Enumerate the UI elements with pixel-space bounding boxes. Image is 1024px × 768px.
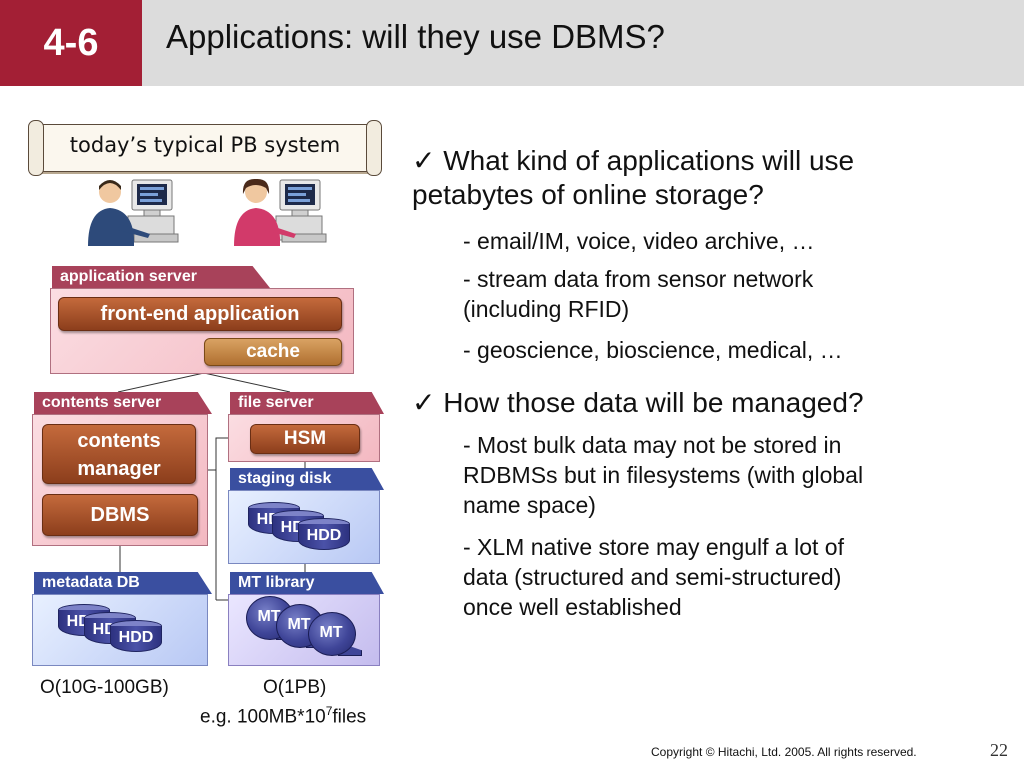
mt-library-tab: MT library <box>230 572 384 594</box>
user-at-computer-icon <box>88 179 179 246</box>
cache-block: cache <box>204 338 342 366</box>
slide-number: 4-6 <box>0 0 142 86</box>
slide-title: Applications: will they use DBMS? <box>166 18 665 55</box>
metadata-db-tab: metadata DB <box>34 572 212 594</box>
application-server-tab: application server <box>52 266 270 288</box>
hdd-disk: HDD <box>110 620 162 654</box>
sub-bullet: - Most bulk data may not be stored in RD… <box>463 432 864 518</box>
metadata-size-caption: O(10G-100GB) <box>40 677 169 698</box>
example-tail: files <box>332 706 367 728</box>
example-caption: e.g. 100MB*107files <box>200 704 366 728</box>
banner-text: today’s typical PB system <box>69 133 341 157</box>
sub-bullet: - geoscience, bioscience, medical, … <box>463 337 843 363</box>
example-base: e.g. 100MB*10 <box>200 706 326 728</box>
front-end-application-block: front-end application <box>58 297 342 331</box>
scroll-right-roll <box>366 120 382 176</box>
file-server-tab: file server <box>230 392 384 414</box>
contents-server-tab: contents server <box>34 392 212 414</box>
bullet-question-2: ✓ How those data will be managed? <box>412 387 864 418</box>
staging-disk-tab: staging disk <box>230 468 384 490</box>
contents-manager-line2: manager <box>77 458 161 480</box>
dbms-block: DBMS <box>42 494 198 536</box>
check-icon: ✓ <box>412 145 436 176</box>
hsm-block: HSM <box>250 424 360 454</box>
header-bar <box>0 0 1024 86</box>
bullet-question-1: ✓ What kind of applications will use pet… <box>412 145 855 210</box>
user-at-computer-icon <box>234 178 327 246</box>
sub-bullet: - XLM native store may engulf a lot of d… <box>463 534 844 620</box>
scroll-left-roll <box>28 120 44 176</box>
sub-bullet: - email/IM, voice, video archive, … <box>463 228 815 254</box>
banner-scroll <box>36 124 376 172</box>
mt-tape-icon: MT <box>308 612 362 656</box>
contents-manager-line1: contents <box>77 430 161 452</box>
check-icon: ✓ <box>412 387 436 418</box>
connector-lines <box>117 372 306 601</box>
mt-size-caption: O(1PB) <box>263 677 327 698</box>
copyright-text: Copyright © Hitachi, Ltd. 2005. All righ… <box>651 745 917 759</box>
example-exponent: 7 <box>325 704 333 718</box>
sub-bullet: - stream data from sensor network (inclu… <box>463 266 814 322</box>
hdd-disk: HDD <box>298 518 350 552</box>
page-number: 22 <box>990 740 1008 760</box>
contents-manager-block: contents manager <box>42 424 196 484</box>
